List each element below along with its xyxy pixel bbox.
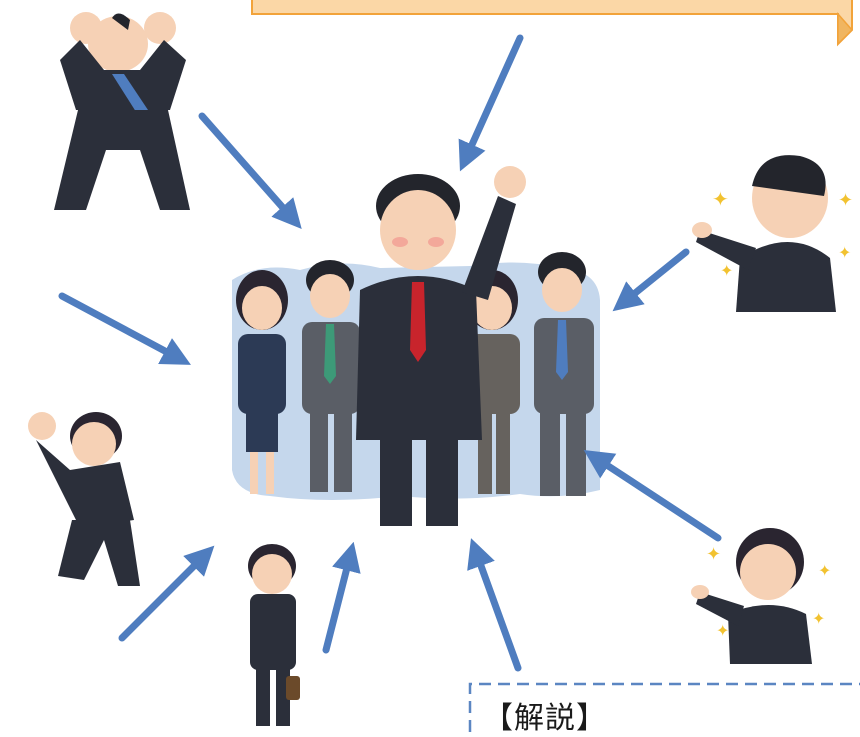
svg-text:✦: ✦ — [818, 561, 831, 580]
arrow-from-callout — [458, 34, 524, 172]
muscular-man-figure — [54, 12, 190, 210]
pointing-woman-figure: ✦ ✦ ✦ ✦ — [691, 528, 831, 664]
arrow-from-muscular-man — [198, 112, 302, 230]
team-man-green-tie — [302, 260, 360, 492]
leader-figure — [356, 166, 526, 526]
svg-text:✦: ✦ — [838, 190, 853, 211]
arrow-from-pointing-woman — [583, 449, 722, 542]
explanation-box — [468, 682, 860, 732]
arrow-from-left — [58, 292, 191, 365]
pointing-man-figure: ✦ ✦ ✦ ✦ — [692, 155, 853, 312]
arrow-from-pointing-man — [612, 248, 690, 312]
explanation-label: 【解説】 — [483, 701, 607, 736]
team-woman-navy — [236, 270, 288, 494]
arrows — [58, 34, 722, 672]
briefcase-woman-figure — [248, 544, 300, 726]
arrow-from-explanation — [467, 538, 522, 672]
svg-text:✦: ✦ — [838, 243, 851, 262]
arrow-from-flexing-woman — [118, 545, 215, 642]
svg-text:✦: ✦ — [720, 261, 733, 280]
arrow-from-briefcase-woman — [322, 541, 361, 654]
svg-text:✦: ✦ — [706, 544, 721, 565]
callout-box — [251, 0, 854, 47]
svg-text:✦: ✦ — [712, 187, 729, 211]
svg-text:✦: ✦ — [716, 621, 729, 640]
svg-text:✦: ✦ — [812, 609, 825, 628]
team-man-blue-tie — [534, 252, 594, 496]
flexing-woman-figure — [28, 412, 140, 586]
